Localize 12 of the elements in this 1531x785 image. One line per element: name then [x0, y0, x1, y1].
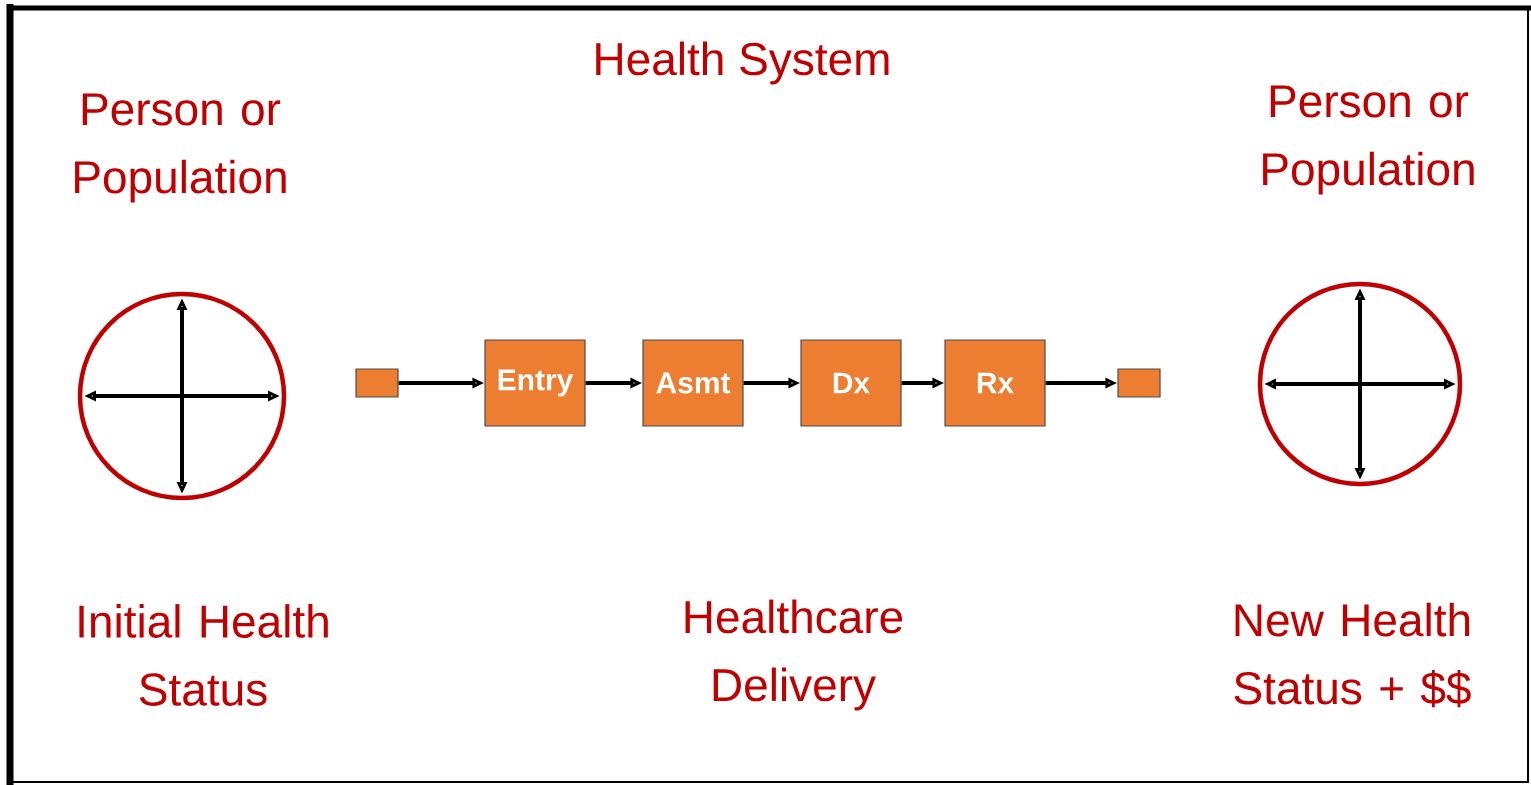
small-box [1117, 368, 1161, 398]
label: Healthcare Delivery [685, 599, 903, 711]
title: Health System [596, 41, 889, 85]
process-box: Asmt [642, 339, 744, 427]
process-box: Dx [800, 339, 902, 427]
process-box: Rx [944, 339, 1046, 427]
label: Person or Population [1263, 85, 1474, 195]
label: Initial Health Status [79, 604, 328, 706]
small-box [355, 368, 399, 398]
label: Person or Population [75, 93, 286, 203]
process-box: Entry [484, 339, 586, 427]
label: New Health Status + $$ [1234, 602, 1471, 708]
